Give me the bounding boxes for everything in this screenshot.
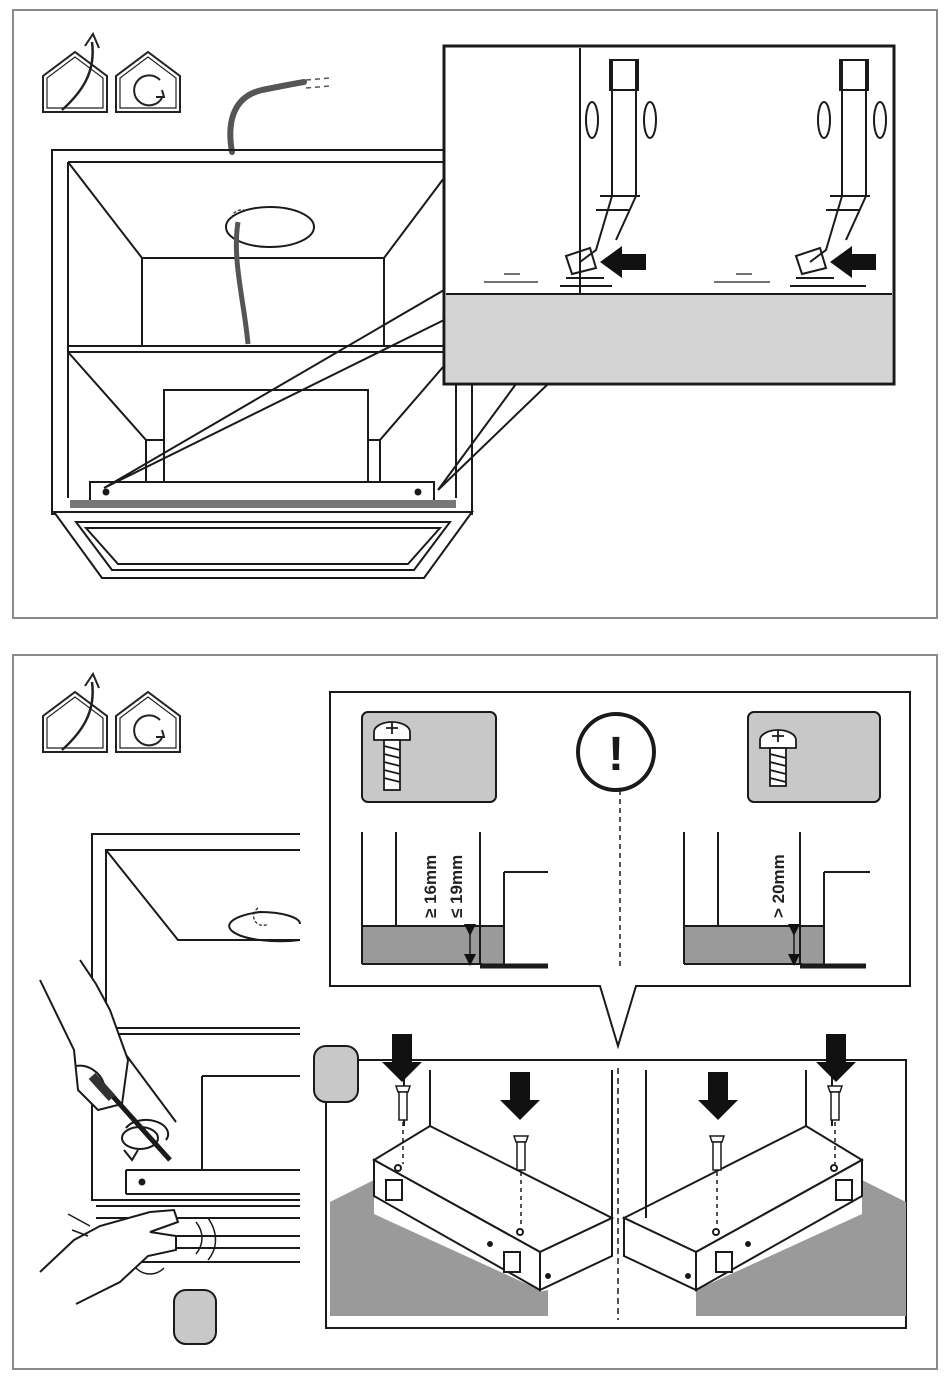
panel-bottom: ! ≥ 16mm ≤ 19mm > 20mm bbox=[13, 655, 937, 1369]
panel-top bbox=[13, 10, 937, 618]
left-max-label: ≤ 19mm bbox=[447, 855, 466, 918]
warning-glyph: ! bbox=[608, 728, 624, 781]
screw-insertion-box bbox=[314, 1034, 906, 1328]
zoom-detail-box bbox=[444, 46, 894, 384]
right-min-label: > 20mm bbox=[769, 854, 788, 918]
long-screw-tile bbox=[362, 712, 496, 802]
short-screw-tile bbox=[748, 712, 880, 802]
step-badge-hands bbox=[174, 1290, 216, 1344]
step-badge-screws bbox=[314, 1046, 358, 1102]
hood-front-frame bbox=[54, 512, 472, 578]
warning-icon: ! bbox=[578, 714, 654, 790]
left-min-label: ≥ 16mm bbox=[421, 855, 440, 918]
